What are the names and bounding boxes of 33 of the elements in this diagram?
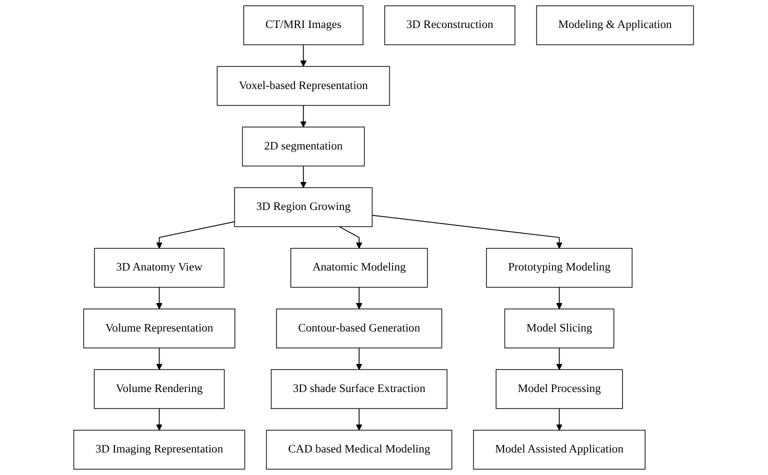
node-box: Model Processing [496, 369, 624, 409]
node-box: Modeling & Application [536, 5, 694, 46]
arrow [300, 166, 307, 188]
node-box: CT/MRI Images [244, 5, 364, 46]
arrow [556, 286, 563, 310]
arrow [339, 226, 363, 249]
node-box: Volume Representation [84, 308, 236, 348]
node-box: Model Assisted Application [473, 430, 646, 470]
node-box: Contour-based Generation [276, 308, 442, 348]
arrow [156, 221, 236, 249]
node-box: Model Slicing [504, 308, 615, 348]
node-box: 3D Reconstruction [384, 5, 516, 46]
node-box: Prototyping Modeling [486, 248, 633, 288]
arrow [156, 408, 163, 431]
arrow [556, 408, 563, 431]
node-box: 3D Region Growing [234, 187, 373, 228]
node-box: Voxel-based Representation [217, 66, 390, 106]
arrow [356, 286, 363, 310]
node-box: 2D segmentation [242, 126, 366, 166]
arrow [300, 44, 307, 67]
arrow [156, 286, 163, 310]
node-box: 3D Imaging Representation [74, 430, 246, 470]
arrow [372, 214, 563, 249]
node-box: 3D Anatomy View [94, 248, 225, 288]
arrow [356, 408, 363, 431]
node-box: Volume Rendering [94, 369, 225, 409]
node-box: Anatomic Modeling [290, 248, 428, 288]
arrow [356, 348, 363, 370]
node-box: CAD based Medical Modeling [266, 430, 453, 470]
node-box: 3D shade Surface Extraction [271, 369, 448, 409]
arrow [156, 348, 163, 370]
arrow [556, 348, 563, 370]
arrow [300, 104, 307, 128]
